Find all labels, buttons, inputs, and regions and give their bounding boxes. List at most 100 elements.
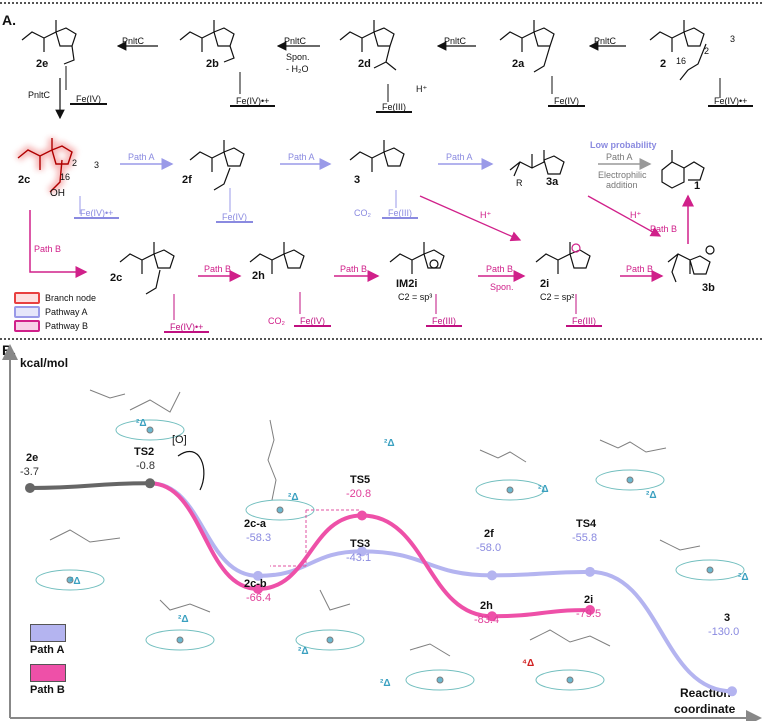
energy-point-2ca (253, 570, 263, 581)
electrophilic-label: Electrophilic (598, 170, 647, 180)
point-2cb-value: -66.4 (246, 592, 272, 604)
compound-2a: 2a (512, 58, 525, 70)
legend-label: Pathway B (45, 321, 89, 331)
compound-3a: 3a (546, 176, 559, 188)
y-axis-label: kcal/mol (20, 356, 69, 370)
molecule-3 (349, 140, 405, 172)
spin-label: ²Δ (384, 438, 395, 449)
legend-path-b (30, 664, 66, 682)
fe-2b: Fe(IV)•+ (229, 96, 276, 107)
spin-label: ²Δ (738, 572, 749, 583)
spin-label-quartet: ⁴Δ (522, 658, 535, 669)
energy-point-2h (487, 611, 497, 622)
point-3-value: -130.0 (708, 626, 740, 638)
panel-a-label: A. (2, 12, 16, 28)
atom-number: 2 (704, 46, 710, 56)
enzyme-label: PnltC (28, 90, 51, 100)
atom-number: 2 (72, 158, 78, 168)
molecule-3a (509, 150, 565, 177)
compound-2f: 2f (182, 174, 192, 186)
fe-2a: Fe(IV) (547, 96, 586, 107)
molecule-1 (661, 150, 705, 189)
spin-label: ²Δ (298, 646, 309, 657)
middle-divider (0, 338, 762, 340)
compound-3b: 3b (702, 282, 715, 294)
legend-swatch (14, 320, 40, 332)
atom-number: 16 (676, 56, 687, 66)
energy-point-3 (727, 686, 737, 697)
compound-2h: 2h (252, 270, 265, 282)
legend-bar (30, 624, 66, 642)
oxidation-label: [O] (172, 434, 187, 446)
fe-2c-bottom: Fe(IV)•+ (163, 322, 210, 333)
point-2e-value: -3.7 (20, 466, 39, 478)
legend-label: Branch node (45, 293, 97, 303)
molecule-2h (249, 242, 305, 274)
fe-2c-top: Fe(IV)•+ (73, 208, 120, 219)
path-a-label: Path A (446, 152, 473, 162)
path-a-gray-label: Path A (606, 152, 633, 162)
legend-swatch (14, 306, 40, 318)
legend-pathway-b: Pathway B (14, 320, 88, 332)
molecule-2i (535, 242, 591, 274)
barrier-bracket (270, 509, 360, 567)
molecule-IM2i (389, 242, 445, 274)
spin-label: ²Δ (538, 484, 549, 495)
compound-2b: 2b (206, 58, 219, 70)
molecule-2e (21, 20, 77, 65)
legend-pathway-a: Pathway A (14, 306, 88, 318)
legend-path-b-label: Path B (30, 684, 65, 696)
point-TS2-name: TS2 (134, 446, 155, 458)
fe-2h: Fe(IV) (293, 316, 332, 327)
point-TS4-value: -55.8 (572, 532, 598, 544)
point-2h-name: 2h (480, 600, 493, 612)
h-plus: H⁺ (416, 84, 428, 94)
point-2ca-value: -58.3 (246, 532, 272, 544)
path-b-label: Path B (650, 224, 678, 234)
energy-profile (2, 344, 762, 721)
compound-2d: 2d (358, 58, 371, 70)
path-a-label: Path A (128, 152, 155, 162)
spin-label: ²Δ (136, 418, 147, 429)
legend-path-a (30, 624, 66, 642)
path-b-label: Path B (34, 244, 62, 254)
point-3-name: 3 (724, 612, 731, 624)
enzyme-label: PnltC (284, 36, 307, 46)
enzyme-label: PnltC (122, 36, 145, 46)
energy-point-TS2 (145, 478, 155, 489)
c2-sp2-label: C2 = sp² (540, 292, 575, 302)
fe-3: Fe(III) (382, 208, 418, 219)
legend-swatch (14, 292, 40, 304)
point-2f-value: -58.0 (476, 542, 502, 554)
point-TS5-value: -20.8 (346, 488, 372, 500)
point-2cb-name: 2c-b (244, 578, 267, 590)
fe-2d: Fe(III) (376, 102, 412, 113)
oxidation-arrow (177, 450, 205, 491)
co2-label: CO₂ (354, 208, 371, 218)
point-2h-value: -83.4 (474, 614, 500, 626)
energy-point-2cb (253, 583, 263, 594)
compound-2c-bottom: 2c (110, 272, 123, 284)
scheme-graphics (15, 20, 721, 320)
point-2e-name: 2e (26, 452, 39, 464)
r-group: R (516, 178, 523, 188)
energy-point-TS4 (585, 566, 595, 577)
h-plus: H⁺ (630, 210, 642, 220)
top-divider (0, 2, 762, 4)
point-2ca-name: 2c-a (244, 518, 267, 530)
co2-label: CO₂ (268, 316, 285, 326)
curve-common (28, 481, 152, 490)
point-TS4-name: TS4 (576, 518, 597, 530)
energy-point-2i (585, 604, 595, 615)
fe-2e: Fe(IV) (69, 94, 108, 105)
low-probability-label: Low probability (590, 140, 657, 150)
fe-2: Fe(IV)•+ (707, 96, 754, 107)
molecule-2b (179, 20, 235, 63)
spin-label: ²Δ (70, 576, 81, 587)
compound-IM2i: IM2i (396, 278, 418, 290)
molecule-2f (189, 140, 245, 191)
point-2f-name: 2f (484, 528, 494, 540)
h-plus: H⁺ (480, 210, 492, 220)
c2-sp3-label: C2 = sp³ (398, 292, 433, 302)
path-b-label: Path B (340, 264, 368, 274)
